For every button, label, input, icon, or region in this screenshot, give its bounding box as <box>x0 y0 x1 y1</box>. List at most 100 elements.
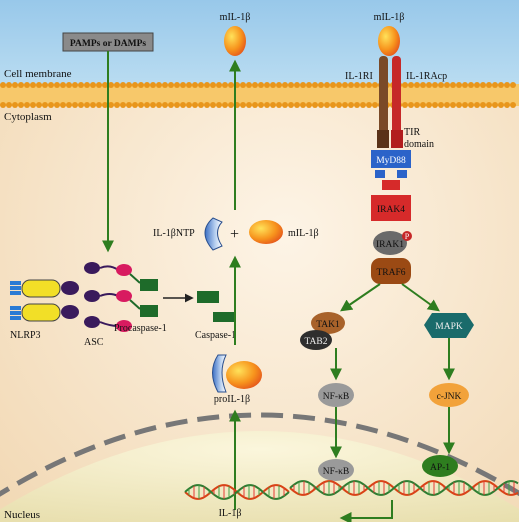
phospholipid-head <box>462 82 468 88</box>
phospholipid-head <box>198 82 204 88</box>
phospholipid-head <box>216 82 222 88</box>
plus-sign: + <box>230 226 239 243</box>
phospholipid-head <box>324 102 330 108</box>
phospholipid-head <box>306 82 312 88</box>
dna-strand <box>184 484 290 500</box>
phospholipid-head <box>432 102 438 108</box>
phospholipid-head <box>144 82 150 88</box>
phospholipid-head <box>330 102 336 108</box>
phospholipid-head <box>12 82 18 88</box>
phospholipid-head <box>414 102 420 108</box>
phospholipid-head <box>372 102 378 108</box>
nucleus-region <box>0 431 519 522</box>
phospholipid-head <box>12 102 18 108</box>
phospholipid-head <box>372 82 378 88</box>
phospholipid-head <box>102 82 108 88</box>
mature-il1b-molecule <box>249 220 283 244</box>
phospholipid-head <box>246 102 252 108</box>
cjnk-node <box>429 383 469 407</box>
traf6-label: TRAF6 <box>376 268 405 278</box>
bound-il1b-label: mIL-1β <box>374 12 405 23</box>
phospholipid-head <box>240 102 246 108</box>
il1-receptor-complex <box>377 26 403 148</box>
phospholipid-head <box>132 82 138 88</box>
il1racp-label: IL-1RAcp <box>406 71 447 82</box>
phospholipid-head <box>354 102 360 108</box>
phospholipid-head <box>192 102 198 108</box>
nfkb-nucleus-label: NF-κB <box>323 467 349 477</box>
phospholipid-head <box>270 102 276 108</box>
phospholipid-head <box>204 82 210 88</box>
phospholipid-head <box>108 82 114 88</box>
phospholipid-head <box>258 102 264 108</box>
phospholipid-head <box>438 82 444 88</box>
phospholipid-head <box>162 102 168 108</box>
phospholipid-head <box>42 102 48 108</box>
phospholipid-head <box>90 82 96 88</box>
phospholipid-head <box>198 102 204 108</box>
phospholipid-head <box>150 82 156 88</box>
phospholipid-head <box>126 82 132 88</box>
phospholipid-head <box>54 82 60 88</box>
phospholipid-head <box>138 82 144 88</box>
phospholipid-head <box>282 102 288 108</box>
pamps-damps-box: PAMPs or DAMPs <box>62 32 154 52</box>
phospholipid-head <box>336 102 342 108</box>
phospholipid-head <box>24 82 30 88</box>
phospholipid-head <box>438 102 444 108</box>
phospholipid-head <box>48 82 54 88</box>
phospholipid-head <box>36 82 42 88</box>
ap1-label: AP-1 <box>430 463 450 473</box>
tir-label-2: domain <box>404 139 434 150</box>
phospholipid-head <box>246 82 252 88</box>
phospholipid-head <box>60 82 66 88</box>
phospholipid-head <box>138 102 144 108</box>
phospholipid-head <box>264 102 270 108</box>
phospholipid-head <box>276 102 282 108</box>
irak4-label: IRAK4 <box>377 205 405 215</box>
tab2-node <box>300 330 332 350</box>
nfkb-nucleus-node <box>318 459 354 481</box>
phospholipid-head <box>120 82 126 88</box>
phospholipid-head <box>216 102 222 108</box>
secreted-il1b-molecule <box>224 26 246 56</box>
phospholipid-head <box>420 102 426 108</box>
phospholipid-head <box>192 82 198 88</box>
phospholipid-head <box>294 102 300 108</box>
phospholipid-head <box>360 102 366 108</box>
phospholipid-head <box>144 102 150 108</box>
phospholipid-head <box>348 102 354 108</box>
proil1b-molecule <box>212 354 262 393</box>
phospholipid-head <box>48 102 54 108</box>
phospholipid-head <box>408 82 414 88</box>
phospholipid-head <box>156 82 162 88</box>
phospholipid-head <box>174 102 180 108</box>
phospholipid-head <box>444 82 450 88</box>
phospholipid-head <box>498 82 504 88</box>
phospholipid-head <box>300 82 306 88</box>
phospholipid-head <box>180 82 186 88</box>
phospholipid-head <box>150 102 156 108</box>
phospholipid-head <box>450 82 456 88</box>
phospholipid-head <box>18 82 24 88</box>
ap1-node <box>422 455 458 477</box>
nlrp3-label: NLRP3 <box>10 330 41 341</box>
phospholipid-head <box>108 102 114 108</box>
phospholipid-head <box>432 82 438 88</box>
mature-il1b-label: mIL-1β <box>288 228 319 239</box>
myd88-adapter <box>371 150 411 178</box>
phospholipid-head <box>54 102 60 108</box>
phospholipid-head <box>294 82 300 88</box>
phospholipid-head <box>24 102 30 108</box>
cjnk-label: c-JNK <box>437 392 462 402</box>
phospholipid-head <box>306 102 312 108</box>
phospholipid-head <box>300 102 306 108</box>
arrow-traf6-to-tak1 <box>340 283 381 312</box>
il1b-gene-label: IL-1β <box>219 508 242 519</box>
phospholipid-head <box>486 82 492 88</box>
phospholipid-head <box>270 82 276 88</box>
phospholipid-head <box>342 102 348 108</box>
phospholipid-head <box>492 102 498 108</box>
phospholipid-head <box>6 82 12 88</box>
caspase-1-molecule <box>197 291 219 303</box>
